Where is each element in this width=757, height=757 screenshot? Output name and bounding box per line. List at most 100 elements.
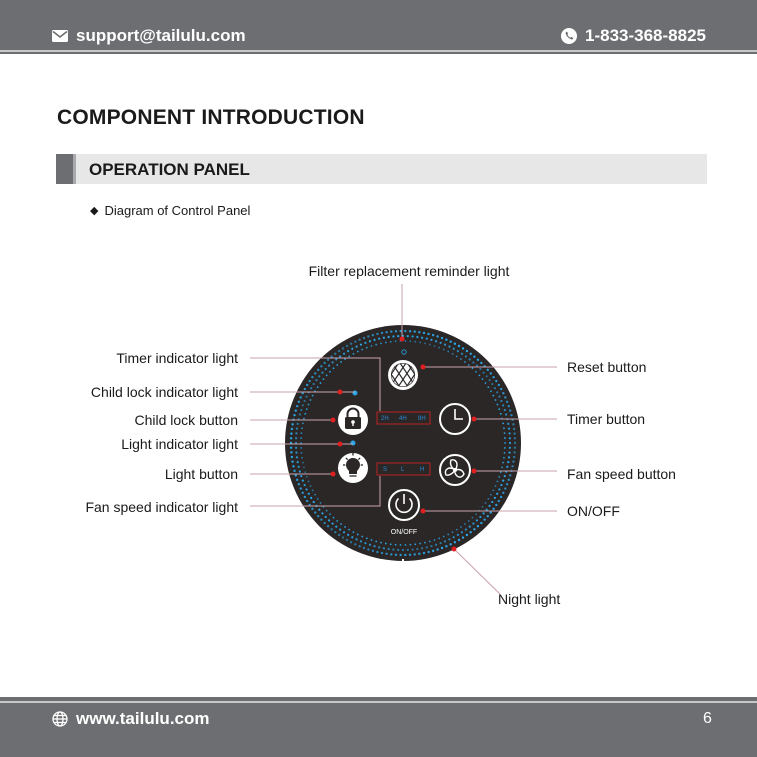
led-dot	[355, 345, 358, 348]
led-dot	[341, 536, 345, 539]
led-dot	[509, 474, 512, 477]
led-dot	[486, 514, 489, 518]
speed-option-s: S	[383, 467, 387, 473]
led-dot	[456, 350, 459, 353]
led-dot	[467, 364, 470, 366]
led-dot	[457, 538, 461, 542]
led-dot	[356, 350, 359, 353]
led-dot	[322, 378, 325, 381]
led-dot	[362, 336, 366, 340]
led-dot	[397, 548, 400, 551]
timer-button[interactable]	[439, 403, 471, 435]
led-dot	[302, 461, 304, 464]
led-dot	[295, 432, 298, 435]
led-dot	[321, 371, 324, 374]
led-dot	[351, 347, 354, 350]
led-dot	[496, 403, 499, 406]
led-dot	[431, 549, 435, 553]
led-dot	[336, 520, 339, 522]
led-dot	[401, 548, 405, 552]
led-dot	[354, 340, 357, 343]
led-dot	[302, 422, 304, 425]
led-dot	[492, 507, 495, 511]
led-dot	[320, 518, 323, 521]
led-dot	[504, 442, 506, 444]
led-dot	[344, 358, 346, 360]
led-dot	[341, 347, 345, 350]
led-dot	[309, 485, 312, 487]
led-dot	[373, 338, 376, 341]
footer-website-text[interactable]: www.tailulu.com	[76, 709, 210, 728]
led-dot	[503, 432, 506, 435]
child-lock-button[interactable]	[338, 405, 368, 435]
reset-button[interactable]	[384, 355, 422, 395]
led-dot	[484, 502, 487, 504]
led-dot	[305, 488, 308, 491]
led-dot	[416, 335, 419, 339]
led-dot	[290, 432, 293, 435]
led-dot	[299, 396, 302, 399]
led-dot	[488, 504, 491, 507]
led-dot	[399, 329, 402, 333]
section-title: OPERATION PANEL	[89, 160, 250, 179]
led-dot	[479, 515, 482, 519]
footer-website[interactable]: www.tailulu.com	[52, 709, 210, 729]
led-dot	[408, 553, 412, 556]
led-dot	[427, 332, 430, 336]
header-phone-text[interactable]: 1-833-368-8825	[585, 26, 706, 45]
led-dot	[367, 548, 370, 551]
led-dot	[325, 509, 328, 512]
led-dot	[367, 335, 370, 338]
led-dot	[300, 474, 303, 478]
led-dot	[323, 521, 326, 525]
led-dot	[307, 492, 310, 495]
led-dot	[361, 348, 364, 351]
led-dot	[304, 471, 307, 474]
led-dot	[499, 412, 502, 415]
led-dot	[502, 404, 505, 407]
led-dot	[329, 370, 331, 373]
led-dot	[409, 543, 412, 546]
globe-icon	[52, 711, 68, 727]
led-dot	[380, 541, 382, 544]
led-dot	[392, 548, 395, 551]
led-dot	[419, 542, 422, 545]
led-dot	[424, 541, 426, 544]
section-accent-stripe	[73, 154, 76, 184]
bullet-item: ◆ Diagram of Control Panel	[90, 203, 250, 218]
bullet-text: Diagram of Control Panel	[104, 203, 251, 218]
led-dot	[483, 518, 486, 521]
led-dot	[482, 371, 485, 374]
led-dot	[447, 533, 450, 536]
led-dot	[481, 378, 484, 381]
led-dot	[380, 342, 382, 345]
led-dot	[299, 487, 302, 490]
header-phone[interactable]: 1-833-368-8825	[561, 26, 706, 46]
led-dot	[513, 446, 517, 449]
section-accent	[56, 154, 73, 184]
fan-speed-button[interactable]	[439, 454, 471, 486]
panel-notch	[402, 559, 404, 566]
led-dot	[468, 525, 471, 528]
led-dot	[289, 446, 293, 449]
led-dot	[303, 399, 306, 403]
led-dot	[354, 543, 357, 546]
header-email-text[interactable]: support@tailulu.com	[76, 26, 246, 45]
led-dot	[335, 525, 338, 528]
led-dot	[507, 427, 511, 430]
label-filter-reminder-light: Filter replacement reminder light	[309, 263, 510, 279]
led-dot	[421, 336, 424, 339]
light-button[interactable]	[338, 453, 368, 483]
led-dot	[502, 479, 505, 482]
led-dot	[508, 451, 511, 454]
header-email[interactable]: support@tailulu.com	[52, 26, 246, 46]
led-dot	[498, 395, 501, 398]
power-button[interactable]	[388, 489, 420, 521]
led-dot	[440, 336, 444, 340]
led-dot	[312, 500, 315, 504]
led-dot	[430, 545, 433, 548]
led-dot	[303, 495, 307, 499]
led-dot	[394, 553, 398, 556]
led-dot	[485, 375, 488, 378]
led-dot	[307, 480, 310, 483]
